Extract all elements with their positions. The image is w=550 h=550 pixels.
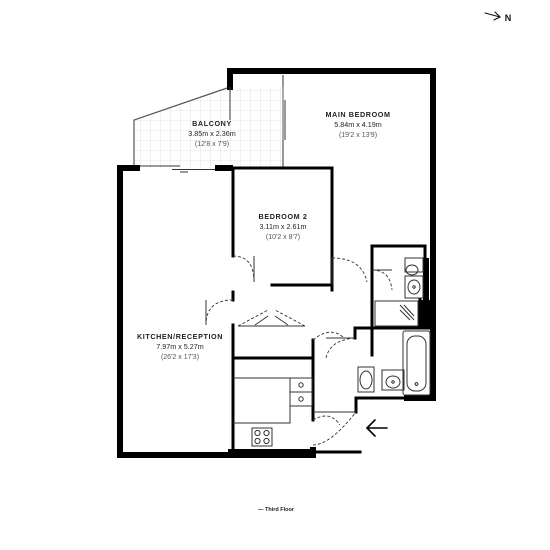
- room-name: KITCHEN/RECEPTION: [137, 332, 223, 341]
- interior-walls: [231, 166, 435, 453]
- room-metric: 3.85m x 2.36m: [188, 129, 236, 138]
- balcony-sliding-door: [140, 165, 215, 173]
- room-name: MAIN BEDROOM: [325, 110, 390, 119]
- room-label-kitchen-reception: KITCHEN/RECEPTION 7.97m x 5.27m (26'2 x …: [137, 332, 223, 361]
- outer-walls: [117, 68, 436, 458]
- north-label: N: [505, 13, 512, 23]
- floor-label: — Third Floor: [258, 507, 295, 513]
- en-suite-wall: [423, 258, 429, 300]
- bathroom-fixtures: [357, 330, 431, 396]
- room-label-bedroom-2: BEDROOM 2 3.11m x 2.61m (10'2 x 8'7): [259, 212, 308, 241]
- room-label-main-bedroom: MAIN BEDROOM 5.84m x 4.19m (19'2 x 13'9): [325, 110, 390, 139]
- hob-icon: [251, 427, 273, 447]
- room-imperial: (26'2 x 17'3): [161, 354, 199, 361]
- door-leaves: [205, 256, 392, 413]
- room-metric: 5.84m x 4.19m: [334, 120, 382, 129]
- balcony-railing: [133, 86, 231, 168]
- utility-column: [420, 300, 430, 328]
- main-bedroom-balcony-door: [229, 75, 286, 168]
- kitchen-counter: [233, 377, 313, 424]
- room-imperial: (19'2 x 13'9): [339, 132, 377, 139]
- room-name: BEDROOM 2: [259, 212, 308, 221]
- room-name: BALCONY: [192, 119, 232, 128]
- room-imperial: (12'8 x 7'9): [195, 141, 229, 148]
- en-suite-fixtures: [374, 257, 424, 327]
- entrance-arrow-icon: [366, 419, 388, 437]
- storage-cupboard: [237, 309, 306, 327]
- room-imperial: (10'2 x 8'7): [266, 234, 300, 241]
- door-swings: [205, 255, 393, 446]
- north-arrow-icon: [484, 11, 501, 21]
- room-metric: 7.97m x 5.27m: [156, 342, 204, 351]
- room-metric: 3.11m x 2.61m: [259, 222, 306, 231]
- room-label-balcony: BALCONY 3.85m x 2.36m (12'8 x 7'9): [188, 119, 236, 148]
